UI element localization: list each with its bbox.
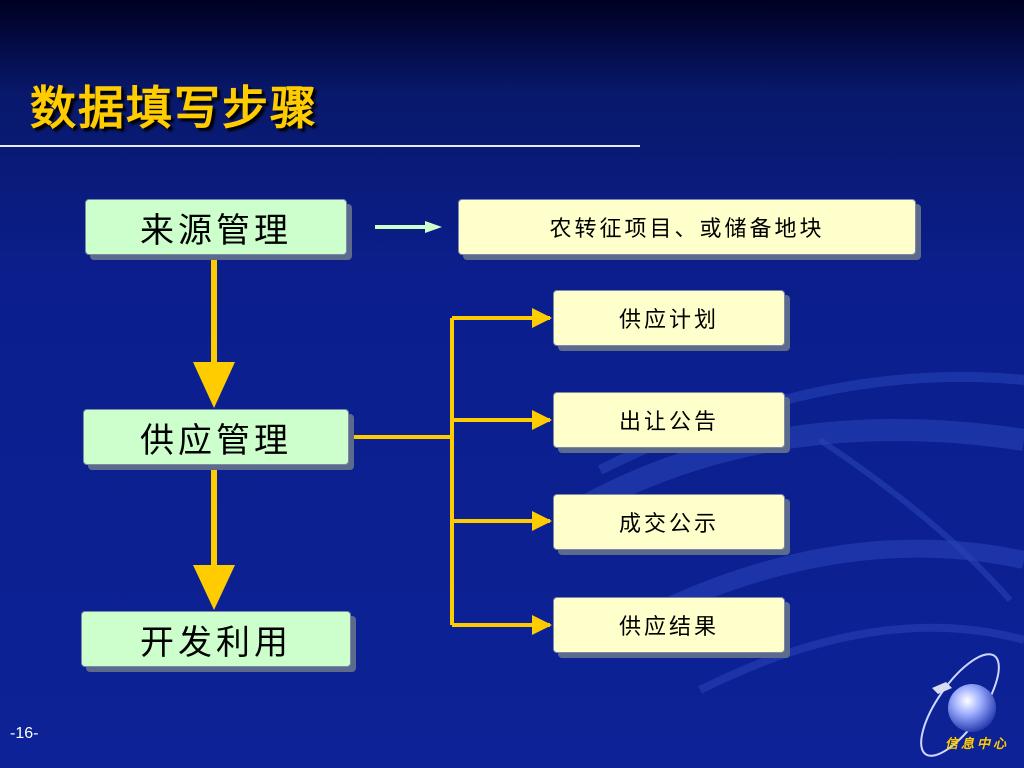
substep-result-label: 供应结果 xyxy=(618,615,719,640)
logo-icon xyxy=(920,653,1000,757)
page-number: -16- xyxy=(10,725,39,742)
source-detail-box: 农转征项目、或储备地块 xyxy=(458,199,916,255)
step-source-label: 来源管理 xyxy=(140,210,292,251)
step-source-management: 来源管理 xyxy=(85,199,347,255)
substep-transfer-notice: 出让公告 xyxy=(553,392,785,448)
step-develop-label: 开发利用 xyxy=(140,622,292,663)
step-development-use: 开发利用 xyxy=(81,611,351,667)
arrow-supply-to-develop-head xyxy=(193,565,235,610)
logo-text: 信息中心 xyxy=(945,737,1010,752)
source-detail-label: 农转征项目、或储备地块 xyxy=(549,217,825,242)
substep-notice-label: 出让公告 xyxy=(618,410,719,435)
substep-plan-label: 供应计划 xyxy=(618,308,719,333)
substep-deal-publicity: 成交公示 xyxy=(553,494,785,550)
substep-supply-plan: 供应计划 xyxy=(553,290,785,346)
arrow-source-to-detail-head xyxy=(425,221,442,233)
step-supply-label: 供应管理 xyxy=(140,420,292,461)
arrow-source-to-supply-head xyxy=(193,362,235,408)
substep-publicity-label: 成交公示 xyxy=(618,512,719,537)
substep-supply-result: 供应结果 xyxy=(553,597,785,653)
title-divider xyxy=(0,145,640,147)
step-supply-management: 供应管理 xyxy=(83,409,349,465)
slide-title: 数据填写步骤 xyxy=(30,81,318,135)
